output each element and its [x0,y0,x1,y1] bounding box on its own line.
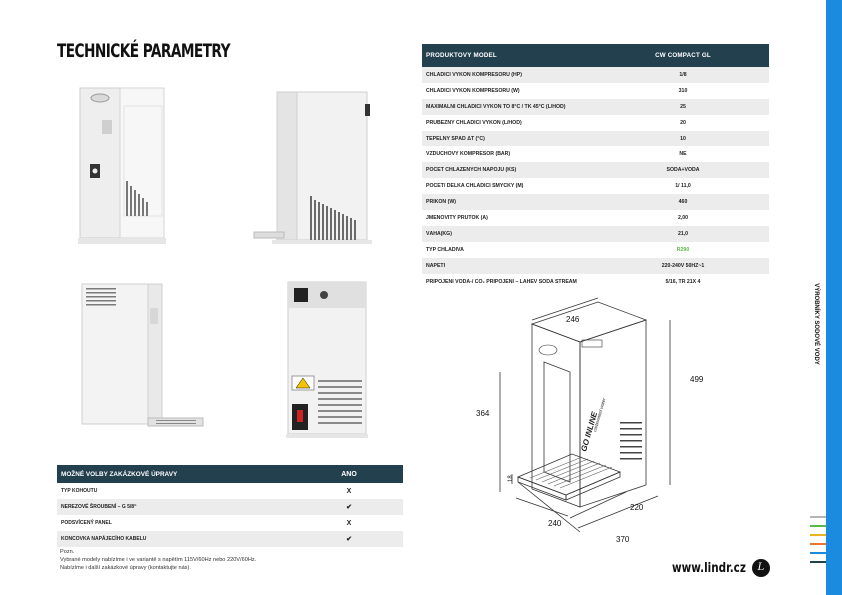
spec-value: 1/8 [679,71,687,78]
spec-row: TEPELNÝ SPÁD ΔT (°C) 10 [422,130,769,147]
spec-label: VZDUCHOVÝ KOMPRESOR (BAR) [426,151,511,158]
note-title: Pozn. [60,549,75,555]
spec-label: MAXIMÁLNÍ CHLADICÍ VÝKON TO 8°C / TK 45°… [426,103,566,110]
options-header-value: ANO [341,470,357,478]
stripe [810,525,826,527]
technical-parameters-table: PRODUKTOVÝ MODEL CW COMPACT GL CHLADICÍ … [422,44,769,290]
product-photo-angle [81,283,204,427]
spec-row: PRŮBĚŽNÝ CHLADICÍ VÝKON (L/HOD) 20 [422,114,769,131]
spec-label: NAPĚTÍ [426,262,446,269]
spec-row: CHLADICÍ VÝKON KOMPRESORU (HP) 1/8 [422,67,769,83]
product-photo-rear [286,281,368,438]
spec-label: TYP CHLADIVA [426,246,464,253]
option-value: X [346,487,352,495]
note-custom: Nabízíme i další zakázkové úpravy (konta… [60,565,191,571]
option-value: ✔ [346,504,352,511]
dimension-drip: 18 [508,475,514,482]
option-row: PODSVÍCENÝ PANEL X [57,515,403,531]
options-header-label: MOŽNÉ VOLBY ZAKÁZKOVÉ ÚPRAVY [61,470,178,478]
stripe [810,561,826,563]
spec-value: 2,00 [677,214,689,221]
spec-table-header: PRODUKTOVÝ MODEL CW COMPACT GL [422,44,769,67]
spec-value: 5/16, TR 21X 4 [665,278,701,285]
spec-value: SODA+VODA [666,167,700,174]
spec-value-refrigerant: R290 [676,246,690,253]
spec-label: POČET CHLAZENÝCH NÁPOJŮ (KS) [426,167,517,174]
spec-row: PŘIPOJENÍ VODA-/ CO₂ PŘIPOJENÍ – LÁHEV S… [422,273,769,290]
option-value: ✔ [346,536,352,543]
spec-row: VZDUCHOVÝ KOMPRESOR (BAR) NE [422,146,769,163]
spec-label: PRŮBĚŽNÝ CHLADICÍ VÝKON (L/HOD) [426,119,522,126]
product-photo-front [78,87,166,244]
spec-value: 20 [680,119,686,126]
spec-label: CHLADICÍ VÝKON KOMPRESORU (HP) [426,71,522,78]
option-label: PODSVÍCENÝ PANEL [61,520,112,526]
dimension-height: 499 [690,375,704,384]
spec-header-value: CW COMPACT GL [655,52,711,59]
spec-row: PŘÍKON (W) 460 [422,194,769,211]
option-row: NEREZOVÉ ŠROUBENÍ – G 5/8“ ✔ [57,499,403,515]
website-link[interactable]: www.lindr.cz [672,561,746,576]
spec-value: 460 [678,199,688,206]
spec-row: POČET/ DÉLKA CHLADICÍ SMYČKY (M) 1/ 11,0 [422,178,769,195]
dimension-left: 364 [476,409,490,418]
note-voltage: Vybrané modely nabízíme i ve variantě s … [60,557,257,563]
stripe [810,543,826,545]
option-row: TYP KOHOUTU X [57,483,403,499]
product-photo-side [253,91,372,244]
side-accent-band [826,0,842,595]
customization-options-table: MOŽNÉ VOLBY ZAKÁZKOVÉ ÚPRAVY ANO TYP KOH… [57,465,403,547]
spec-value: 310 [678,87,688,94]
spec-label: POČET/ DÉLKA CHLADICÍ SMYČKY (M) [426,183,524,190]
spec-row: VÁHA(KG) 21,0 [422,225,769,242]
spec-row: MAXIMÁLNÍ CHLADICÍ VÝKON TO 8°C / TK 45°… [422,98,769,115]
options-table-header: MOŽNÉ VOLBY ZAKÁZKOVÉ ÚPRAVY ANO [57,465,403,483]
spec-label: CHLADICÍ VÝKON KOMPRESORU (W) [426,87,520,94]
stripe [810,534,826,536]
spec-value: 25 [680,103,686,110]
stripe [810,516,826,518]
section-side-label: VÝROBNÍKY SODOVÉ VODY [811,276,821,376]
spec-label: PŘÍKON (W) [426,199,456,206]
option-row: KONCOVKA NAPÁJECÍHO KABELU ✔ [57,531,403,547]
spec-value: 1/ 11,0 [675,183,691,190]
lindr-logo: L [752,559,770,577]
dimension-top: 246 [566,315,580,324]
spec-row: CHLADICÍ VÝKON KOMPRESORU (W) 310 [422,82,769,99]
spec-header-label: PRODUKTOVÝ MODEL [426,52,497,59]
spec-label: PŘIPOJENÍ VODA-/ CO₂ PŘIPOJENÍ – LÁHEV S… [426,278,577,285]
footnotes: Pozn. Vybrané modely nabízíme i ve varia… [60,548,256,572]
spec-row: NAPĚTÍ 220-240V 50HZ~1 [422,257,769,274]
spec-label: JMENOVITÝ PRŮTOK (A) [426,214,488,221]
side-label-text: VÝROBNÍKY SODOVÉ VODY [813,283,819,365]
spec-row: JMENOVITÝ PRŮTOK (A) 2,00 [422,210,769,226]
option-label: NEREZOVÉ ŠROUBENÍ – G 5/8“ [61,504,137,510]
option-value: X [346,519,352,527]
spec-row: TYP CHLADIVA R290 [422,241,769,258]
dimension-base: 370 [616,535,630,544]
option-label: KONCOVKA NAPÁJECÍHO KABELU [61,536,147,542]
dimension-front: 240 [548,519,562,528]
stripe [810,552,826,554]
dimension-drawing: GO INLINE carbonated water 246 499 364 1… [476,297,704,544]
spec-value: 220-240V 50HZ~1 [661,262,705,269]
page-title: TECHNICKÉ PARAMETRY [57,40,231,62]
spec-value: 10 [680,135,686,142]
spec-label: VÁHA(KG) [426,230,452,237]
spec-value: 21,0 [677,230,689,237]
dimension-depth: 220 [630,503,644,512]
spec-value: NE [679,151,687,158]
color-stripes [810,516,826,570]
spec-label: TEPELNÝ SPÁD ΔT (°C) [426,135,485,142]
spec-row: POČET CHLAZENÝCH NÁPOJŮ (KS) SODA+VODA [422,162,769,179]
option-label: TYP KOHOUTU [61,488,98,494]
